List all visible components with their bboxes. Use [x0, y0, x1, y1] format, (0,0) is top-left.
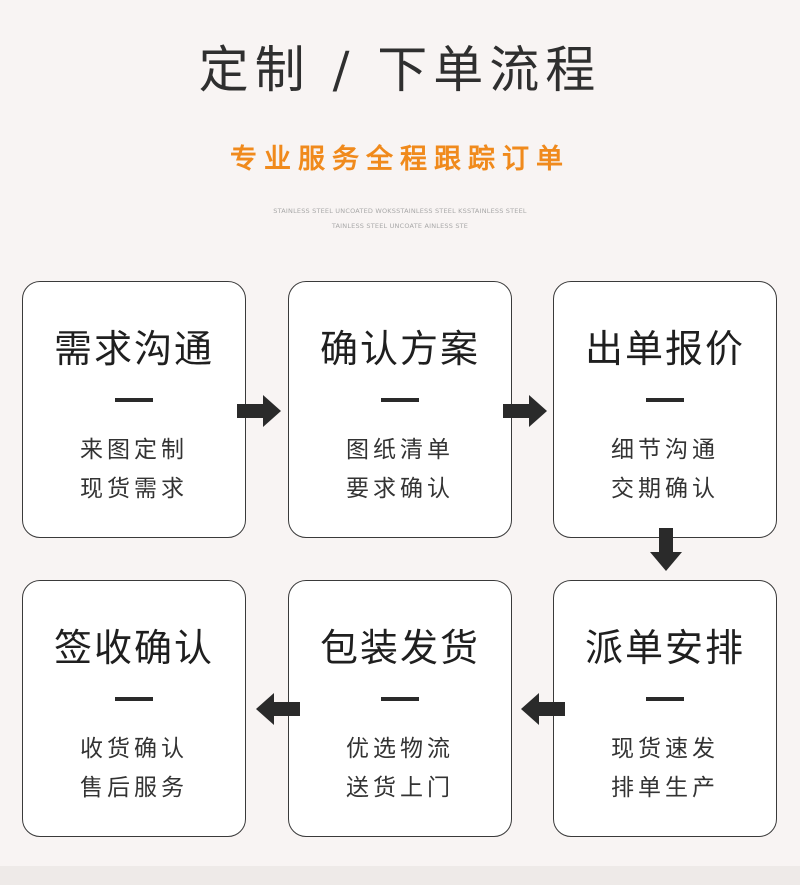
step-divider [646, 398, 684, 402]
step-title: 需求沟通 [53, 327, 214, 371]
step-title: 签收确认 [53, 626, 214, 670]
step-detail-1: 收货确认 [80, 736, 188, 762]
arrow-down-icon [650, 528, 682, 571]
step-card-5: 包装发货 优选物流 送货上门 [288, 580, 512, 837]
step-detail-2: 排单生产 [611, 775, 719, 801]
step-card-3: 出单报价 细节沟通 交期确认 [553, 281, 777, 538]
arrow-left-icon [256, 693, 300, 725]
step-detail-1: 现货速发 [611, 736, 719, 762]
step-card-1: 需求沟通 来图定制 现货需求 [22, 281, 246, 538]
arrow-right-icon [503, 395, 547, 427]
step-divider [115, 697, 153, 701]
bottom-shade [0, 866, 800, 885]
step-card-2: 确认方案 图纸清单 要求确认 [288, 281, 512, 538]
step-card-4: 派单安排 现货速发 排单生产 [553, 580, 777, 837]
step-detail-1: 细节沟通 [611, 437, 719, 463]
step-detail-1: 优选物流 [346, 736, 454, 762]
step-detail-2: 要求确认 [346, 476, 454, 502]
step-title: 确认方案 [319, 327, 480, 371]
decorative-caption-line-2: TAINLESS STEEL UNCOATE AINLESS STE [331, 222, 469, 230]
step-divider [381, 398, 419, 402]
page-title: 定制 / 下单流程 [198, 41, 602, 99]
step-title: 包装发货 [319, 626, 480, 670]
step-card-6: 签收确认 收货确认 售后服务 [22, 580, 246, 837]
step-detail-1: 图纸清单 [346, 437, 454, 463]
arrow-right-icon [237, 395, 281, 427]
step-detail-2: 交期确认 [611, 476, 719, 502]
step-detail-2: 售后服务 [80, 775, 188, 801]
decorative-caption-line-1: STAINLESS STEEL UNCOATED WOKSSTAINLESS S… [273, 207, 527, 215]
step-divider [381, 697, 419, 701]
step-detail-2: 送货上门 [346, 775, 454, 801]
step-detail-2: 现货需求 [80, 476, 188, 502]
page-subtitle: 专业服务全程跟踪订单 [230, 144, 570, 175]
step-divider [646, 697, 684, 701]
arrow-left-icon [521, 693, 565, 725]
step-detail-1: 来图定制 [80, 437, 188, 463]
step-title: 出单报价 [584, 327, 745, 371]
step-divider [115, 398, 153, 402]
step-title: 派单安排 [584, 626, 745, 670]
